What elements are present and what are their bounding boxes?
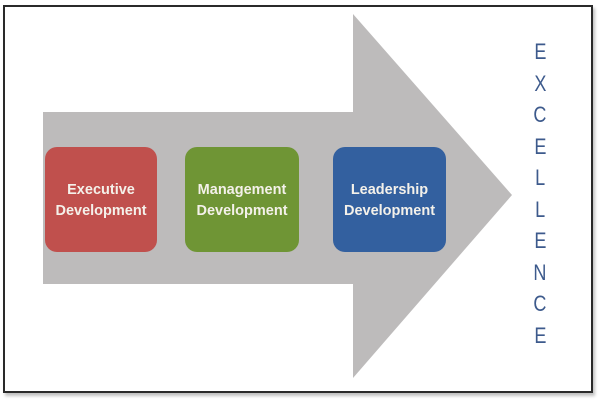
excellence-letter: E (533, 133, 547, 159)
stage-management-development: Management Development (185, 147, 299, 252)
excellence-letter: L (534, 165, 546, 190)
stage-leadership-development: Leadership Development (333, 147, 446, 252)
stage-executive-development: Executive Development (45, 147, 157, 252)
stage-label-line1: Leadership (350, 181, 429, 198)
excellence-letter: L (534, 196, 546, 222)
excellence-letter: C (533, 102, 547, 127)
excellence-vertical-text: E X C E L L E N C E (526, 36, 554, 351)
stage-label-line2: Development (55, 202, 147, 219)
excellence-letter: E (533, 228, 547, 253)
stage-label-line1: Executive (67, 181, 135, 198)
stage-label-line2: Development (343, 202, 436, 219)
excellence-letter: X (533, 70, 547, 96)
stage-label-line1: Management (197, 181, 287, 198)
excellence-letter: N (533, 259, 547, 285)
stage-label-line2: Development (196, 202, 288, 219)
excellence-letter: C (533, 291, 547, 316)
excellence-letter: E (533, 322, 547, 348)
excellence-letter: E (533, 39, 547, 64)
